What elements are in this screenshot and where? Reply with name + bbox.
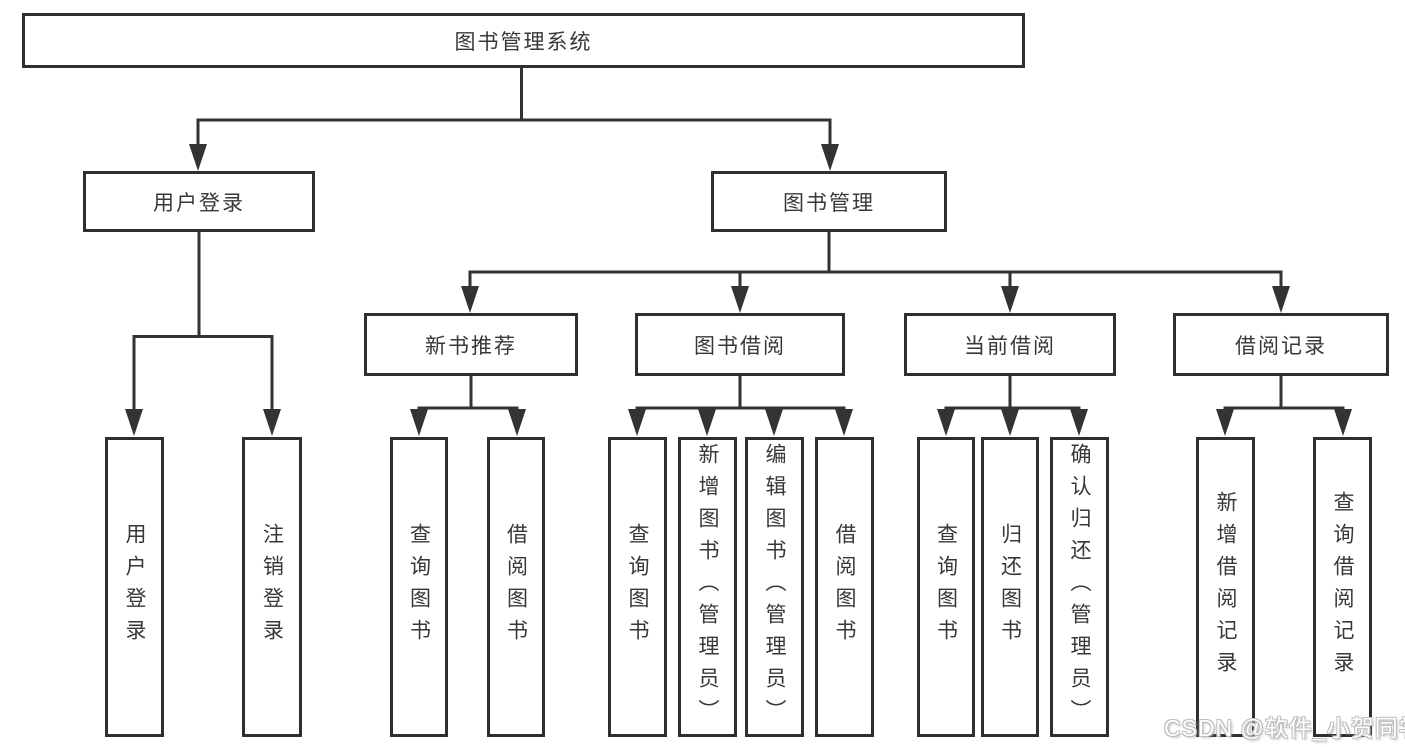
node-borrowing-records-label: 借阅记录 [1235, 334, 1327, 358]
leaf-return-books-label: 归还图书 [998, 523, 1022, 651]
node-book-management-label: 图书管理 [783, 191, 875, 215]
leaf-query-books-borrow-label: 查询图书 [626, 523, 649, 651]
node-root-label: 图书管理系统 [454, 30, 593, 54]
leaf-add-borrow-record: 新增借阅记录 [1196, 437, 1255, 737]
node-new-book-recommendation-label: 新书推荐 [425, 334, 517, 358]
arrow-down-icon [1001, 409, 1019, 436]
leaf-edit-book-admin: 编辑图书（管理员） [745, 437, 804, 737]
leaf-logout: 注销登录 [242, 437, 302, 737]
node-current-borrowing: 当前借阅 [904, 313, 1116, 376]
node-borrowing-records: 借阅记录 [1173, 313, 1389, 376]
leaf-query-books-recommend-label: 查询图书 [407, 523, 431, 651]
arrow-down-icon [937, 409, 955, 436]
arrow-down-icon [1001, 286, 1019, 313]
arrow-down-icon [263, 409, 281, 436]
leaf-add-borrow-record-label: 新增借阅记录 [1214, 491, 1237, 683]
arrow-down-icons [125, 144, 1352, 436]
arrow-down-icon [410, 409, 428, 436]
node-book-management: 图书管理 [711, 171, 947, 232]
arrow-down-icon [1070, 409, 1088, 436]
leaf-borrow-books-recommend: 借阅图书 [487, 437, 545, 737]
arrow-down-icon [731, 286, 749, 313]
arrow-down-icon [189, 144, 207, 171]
arrow-down-icon [698, 409, 716, 436]
arrow-down-icon [821, 144, 839, 171]
node-root: 图书管理系统 [22, 13, 1025, 68]
leaf-borrow-books-recommend-label: 借阅图书 [504, 523, 528, 651]
arrow-down-icon [628, 409, 646, 436]
arrow-down-icon [125, 409, 143, 436]
leaf-confirm-return-admin: 确认归还（管理员） [1050, 437, 1109, 737]
leaf-user-login: 用户登录 [105, 437, 164, 737]
leaf-query-borrow-record: 查询借阅记录 [1313, 437, 1372, 737]
node-book-borrowing: 图书借阅 [635, 313, 845, 376]
arrow-down-icon [835, 409, 853, 436]
leaf-query-borrow-record-label: 查询借阅记录 [1331, 491, 1354, 683]
leaf-borrow-books-label: 借阅图书 [833, 523, 856, 651]
arrow-down-icon [1216, 409, 1234, 436]
leaf-query-books-current: 查询图书 [917, 437, 975, 737]
arrow-down-icon [461, 286, 479, 313]
leaf-query-books-current-label: 查询图书 [934, 523, 958, 651]
node-user-login-label: 用户登录 [153, 191, 245, 215]
watermark: CSDN @软件_小贺同学 [1164, 715, 1405, 741]
node-current-borrowing-label: 当前借阅 [964, 334, 1056, 358]
leaf-edit-book-admin-label: 编辑图书（管理员） [763, 443, 786, 731]
node-new-book-recommendation: 新书推荐 [364, 313, 578, 376]
node-user-login: 用户登录 [83, 171, 315, 232]
leaf-borrow-books: 借阅图书 [815, 437, 874, 737]
leaf-logout-label: 注销登录 [260, 523, 284, 651]
leaf-user-login-label: 用户登录 [123, 523, 146, 651]
arrow-down-icon [1272, 286, 1290, 313]
arrow-down-icon [765, 409, 783, 436]
leaf-query-books-borrow: 查询图书 [608, 437, 667, 737]
leaf-add-book-admin: 新增图书（管理员） [678, 437, 737, 737]
leaf-query-books-recommend: 查询图书 [390, 437, 448, 737]
leaf-add-book-admin-label: 新增图书（管理员） [696, 443, 719, 731]
arrow-down-icon [1334, 409, 1352, 436]
arrow-down-icon [508, 409, 526, 436]
leaf-confirm-return-admin-label: 确认归还（管理员） [1068, 443, 1091, 731]
leaf-return-books: 归还图书 [981, 437, 1039, 737]
node-book-borrowing-label: 图书借阅 [694, 334, 786, 358]
